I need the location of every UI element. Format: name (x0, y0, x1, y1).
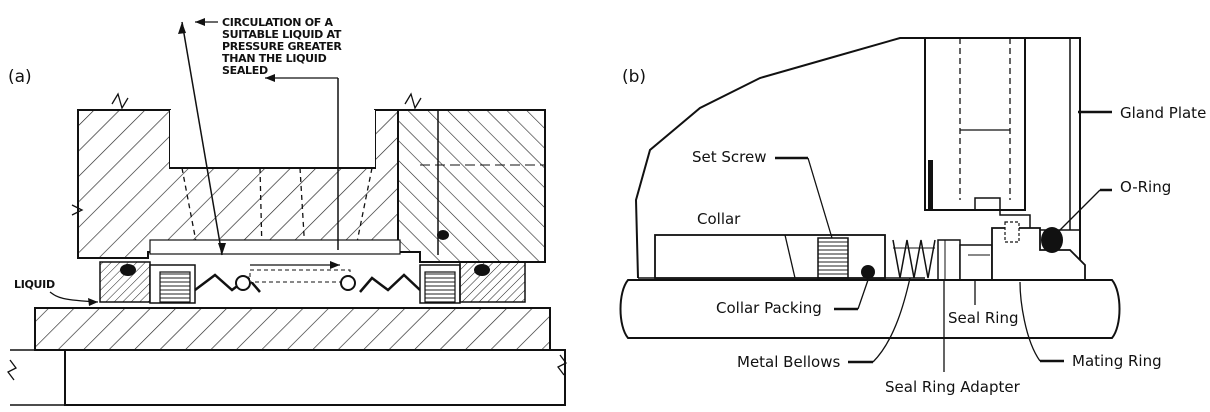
set-screw (817, 237, 849, 279)
metal-bellows-label: Metal Bellows (737, 353, 840, 371)
collar-packing-label: Collar Packing (716, 299, 822, 317)
seal-ring (959, 244, 993, 281)
panel-b-label: (b) (622, 67, 646, 87)
o-ring-label: O-Ring (1120, 178, 1171, 196)
set-screw-label: Set Screw (692, 148, 767, 166)
seal-ring-adapter (937, 239, 961, 281)
housing-right (397, 109, 546, 263)
shaft-b (619, 279, 1121, 339)
mating-ring-label: Mating Ring (1072, 352, 1162, 370)
gland-plate (924, 37, 1026, 211)
collar-label: Collar (697, 210, 741, 228)
panel-a-label: (a) (8, 67, 32, 87)
collar-packing (861, 265, 875, 279)
o-ring (1041, 227, 1063, 253)
liquid-label: LIQUID (14, 278, 55, 291)
gland-plate-label: Gland Plate (1120, 104, 1206, 122)
circulation-annotation: CIRCULATION OF A SUITABLE LIQUID AT PRES… (222, 16, 345, 77)
metal-bellows (892, 239, 936, 279)
shaft (64, 349, 566, 406)
shaft-sleeve (34, 307, 551, 351)
panel-b: (b) Gland Pl (619, 37, 1206, 396)
seal-ring-adapter-label: Seal Ring Adapter (885, 378, 1021, 396)
seal-ring-label: Seal Ring (948, 309, 1019, 327)
collar (654, 234, 886, 279)
panel-a: (a) (7, 16, 567, 406)
